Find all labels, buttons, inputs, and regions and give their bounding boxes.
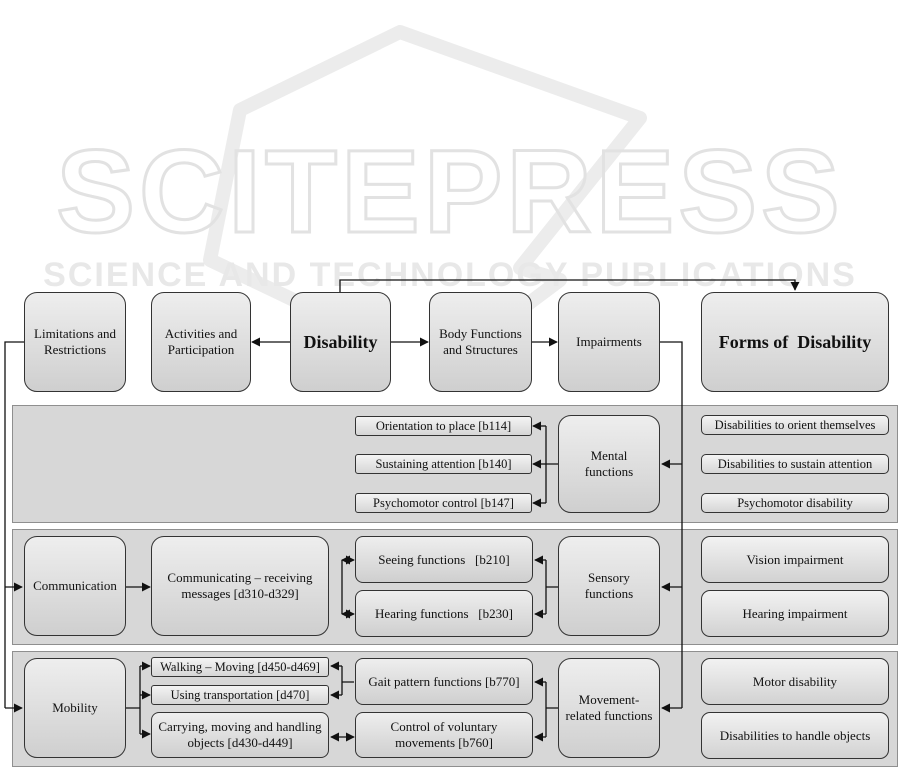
impairments-box: Impairments (558, 292, 660, 392)
form-motor: Motor disability (701, 658, 889, 705)
activities-label: Activities and Participation (164, 326, 238, 357)
form-hearing: Hearing impairment (701, 590, 889, 637)
using-transportation-box: Using transportation [d470] (151, 685, 329, 705)
limitations-box: Limitations and Restrictions (24, 292, 126, 392)
form-vision: Vision impairment (701, 536, 889, 583)
seeing-functions-box: Seeing functions [b210] (355, 536, 533, 583)
walking-moving-box: Walking – Moving [d450-d469] (151, 657, 329, 677)
hearing-functions-label: Hearing functions [b230] (375, 605, 513, 621)
hearing-functions-box: Hearing functions [b230] (355, 590, 533, 637)
communication-label: Communication (33, 578, 117, 593)
form-psychomotor: Psychomotor disability (701, 493, 889, 513)
mental-functions-label: Mental functions (584, 448, 634, 479)
seeing-functions-label: Seeing functions [b210] (378, 551, 510, 567)
forms-of-disability-label: Forms of Disability (718, 332, 872, 352)
movement-functions-label: Movement-related functions (565, 692, 653, 723)
mental-item-orientation: Orientation to place [b114] (355, 416, 532, 436)
carrying-handling-label: Carrying, moving and handling objects [d… (158, 719, 322, 750)
body-functions-box: Body Functions and Structures (429, 292, 532, 392)
carrying-handling-box: Carrying, moving and handling objects [d… (151, 712, 329, 758)
disability-box: Disability (290, 292, 391, 392)
mental-item-attention: Sustaining attention [b140] (355, 454, 532, 474)
watermark-book-icon (203, 25, 647, 330)
watermark: SCITEPRESS SCIENCE AND TECHNOLOGY PUBLIC… (43, 25, 857, 330)
limitations-label: Limitations and Restrictions (34, 326, 116, 357)
mobility-box: Mobility (24, 658, 126, 758)
mobility-label: Mobility (52, 700, 98, 715)
mental-item-psychomotor: Psychomotor control [b147] (355, 493, 532, 513)
sensory-functions-box: Sensory functions (558, 536, 660, 636)
voluntary-movements-box: Control of voluntary movements [b760] (355, 712, 533, 758)
form-handle-objects: Disabilities to handle objects (701, 712, 889, 759)
communication-box: Communication (24, 536, 126, 636)
gait-pattern-label: Gait pattern functions [b770] (368, 673, 520, 689)
communicating-receiving-box: Communicating – receiving messages [d310… (151, 536, 329, 636)
voluntary-movements-label: Control of voluntary movements [b760] (390, 719, 498, 750)
mental-functions-box: Mental functions (558, 415, 660, 513)
impairments-label: Impairments (576, 334, 642, 349)
sensory-functions-label: Sensory functions (584, 570, 634, 601)
body-functions-label: Body Functions and Structures (439, 326, 522, 357)
forms-of-disability-box: Forms of Disability (701, 292, 889, 392)
arrow-disability-forms (339, 279, 800, 292)
gait-pattern-box: Gait pattern functions [b770] (355, 658, 533, 705)
watermark-sub: SCIENCE AND TECHNOLOGY PUBLICATIONS (43, 256, 857, 294)
form-attention: Disabilities to sustain attention (701, 454, 889, 474)
form-orient: Disabilities to orient themselves (701, 415, 889, 435)
movement-functions-box: Movement-related functions (558, 658, 660, 758)
communicating-receiving-label: Communicating – receiving messages [d310… (167, 570, 313, 601)
disability-label: Disability (303, 332, 378, 352)
watermark-main: SCITEPRESS (56, 126, 844, 258)
activities-box: Activities and Participation (151, 292, 251, 392)
